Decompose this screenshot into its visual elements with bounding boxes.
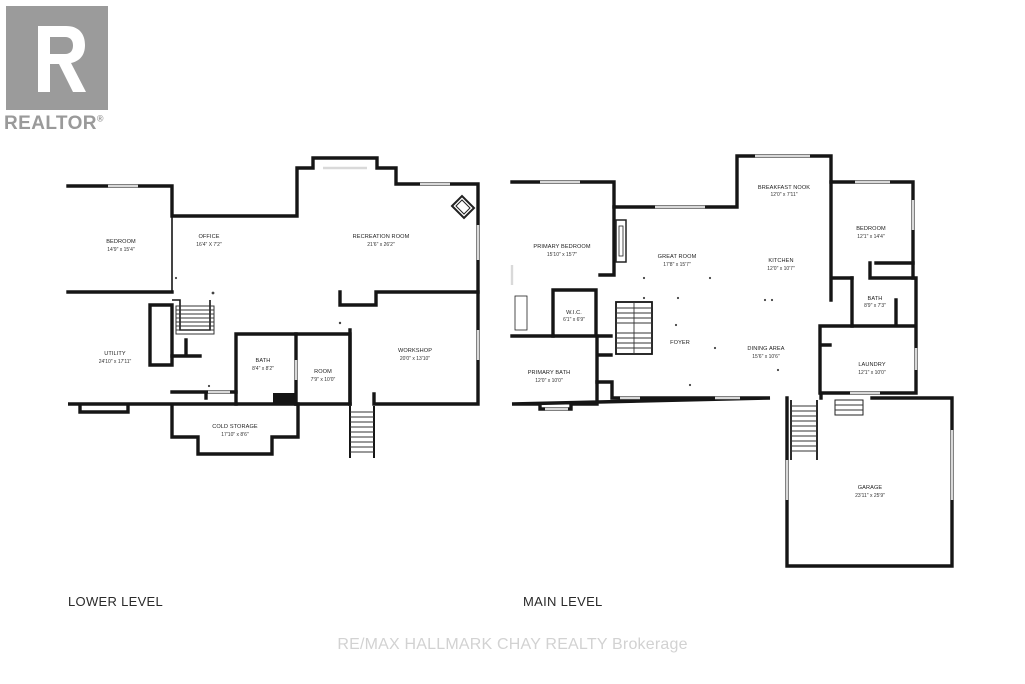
lower-level-fixtures [174,276,342,388]
room-breakfast-nook-name: BREAKFAST NOOK [758,185,810,191]
room-kitchen-name: KITCHEN [768,258,793,264]
room-bath-main-dims: 8'9" x 7'3" [864,303,886,309]
room-workshop-dims: 20'0" x 13'10" [400,356,430,362]
lower-level-label: LOWER LEVEL [68,594,164,609]
room-great-room-name: GREAT ROOM [658,254,697,260]
room-bath-ll-dims: 8'4" x 8'2" [252,366,274,372]
room-laundry-dims: 12'1" x 10'0" [858,370,886,376]
lower-level-plan: BEDROOM 14'9" x 15'4" OFFICE 16'4" X 7'2… [66,156,480,458]
room-bedroom-ll-dims: 14'9" x 15'4" [107,247,135,253]
lower-level-chimney [273,393,296,404]
room-bedroom-main-name: BEDROOM [856,226,886,232]
wall-primary-bath-east [595,334,613,384]
primary-closet-doors [514,295,528,331]
room-garage-name: GARAGE [858,485,883,491]
stair-enclosure [172,299,211,331]
room-breakfast-nook-dims: 12'0" x 7'11" [770,192,797,198]
main-level-plan: BREAKFAST NOOK 12'0" x 7'11" PRIMARY BED… [510,154,954,568]
room-cold-storage-dims: 17'10" x 8'6" [221,432,249,438]
wall-bath-main [850,276,915,328]
garage-wall [785,396,954,568]
room-office-name: OFFICE [198,234,219,240]
room-bedroom-main-dims: 12'1" x 14'4" [857,234,885,240]
main-level-windows [510,154,954,500]
room-primary-bath-name: PRIMARY BATH [528,370,571,376]
lower-level-windows [108,166,480,394]
main-level-stairs-down [615,301,653,355]
lower-level-stairs-up [175,305,215,335]
wall-cold-storage-top [170,390,238,406]
wall-laundry [818,324,854,395]
lower-level-fireplace-icon [450,194,476,220]
room-primary-bedroom-dims: 15'10" x 15'7" [547,252,577,258]
room-foyer-name: FOYER [670,340,690,346]
brokerage-watermark: RE/MAX HALLMARK CHAY REALTY Brokerage [337,636,688,653]
laundry-steps [834,399,864,416]
lower-level-outer-wall [66,156,480,456]
main-level-outer-wall [510,154,918,411]
registered-mark: ® [96,113,104,124]
room-primary-bath-dims: 12'0" x 10'0" [535,378,563,384]
main-level-label: MAIN LEVEL [523,594,603,609]
room-garage-dims: 23'11" x 25'9" [855,493,885,499]
wall-bedroom-main [829,180,915,302]
room-laundry-name: LAUNDRY [858,362,885,368]
room-recreation-name: RECREATION ROOM [353,234,410,240]
room-cold-storage-name: COLD STORAGE [212,424,258,430]
wall-primary-bedroom-east [598,205,616,277]
realtor-brand-text: REALTOR [4,113,97,134]
room-bedroom-ll-name: BEDROOM [106,239,136,245]
room-dining-area-dims: 15'6" x 10'6" [752,354,780,360]
room-recreation-dims: 21'6" x 26'2" [367,242,395,248]
lower-level-stairs-out [349,406,375,458]
room-bath-ll-name: BATH [256,358,271,364]
stair-post [170,338,202,358]
realtor-r-mark-icon [6,6,108,110]
room-room-dims: 7'9" x 10'0" [311,377,336,383]
room-office-dims: 16'4" X 7'2" [196,242,222,248]
room-workshop-name: WORKSHOP [398,348,432,354]
utility-closet-wall [148,303,174,367]
realtor-logo: REALTOR® [0,0,122,140]
room-utility-dims: 24'10" x 17'11" [99,359,132,365]
room-great-room-dims: 17'8" x 15'7" [663,262,691,268]
room-kitchen-dims: 12'0" x 10'7" [767,266,795,272]
room-primary-bedroom-name: PRIMARY BEDROOM [533,244,590,250]
garage-stairs [790,400,818,460]
room-dining-area-name: DINING AREA [747,346,784,352]
room-wic-name: W.I.C. [566,310,582,316]
room-room-name: ROOM [314,369,332,375]
wall-workshop-top [338,290,480,307]
room-wic-dims: 6'1" x 6'9" [563,317,585,323]
main-level-fixtures [642,276,780,387]
room-utility-name: UTILITY [104,351,126,357]
room-bath-main-name: BATH [868,296,883,302]
realtor-wordmark: REALTOR® [4,113,104,135]
main-level-fireplace-icon [615,219,627,263]
